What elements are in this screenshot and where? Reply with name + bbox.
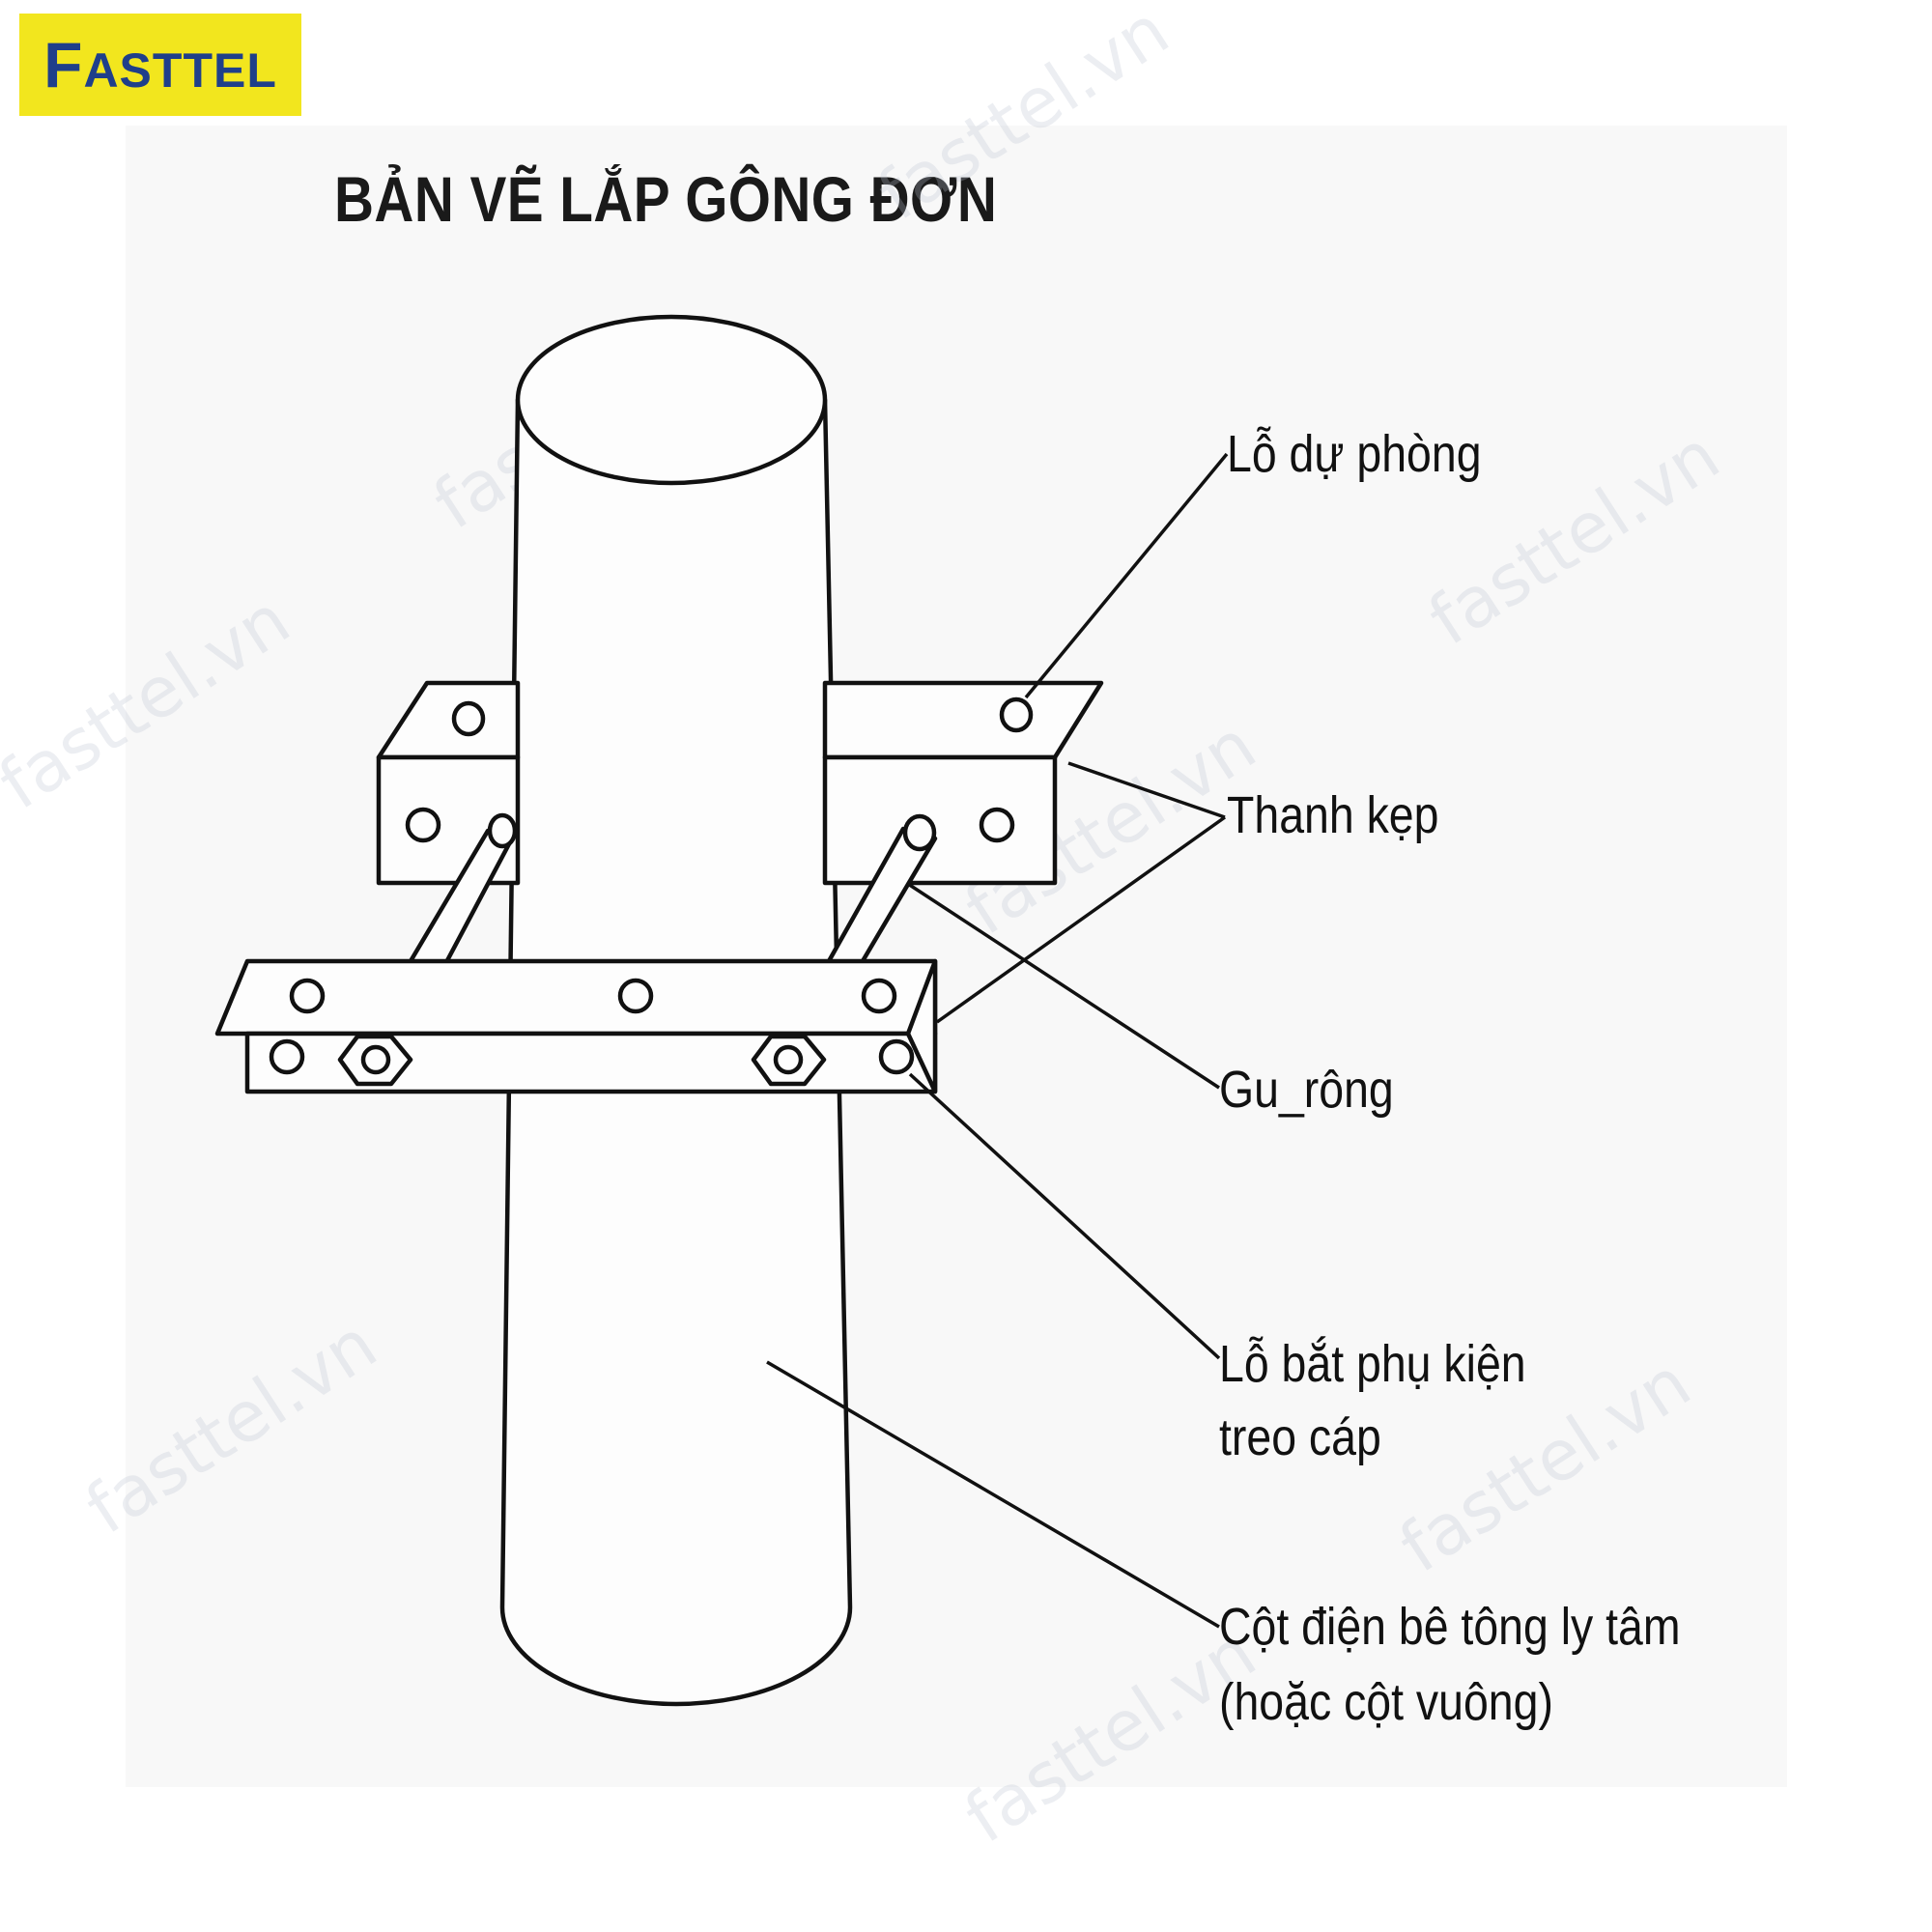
nut-left-hole [360,1044,391,1075]
leader-accessory-hole [908,1072,1221,1360]
label-spare-hole: Lỗ dự phòng [1227,425,1482,483]
leader-clamp-bar-upper [1067,761,1226,819]
hole [405,807,441,843]
label-accessory-hole-line2: treo cáp [1219,1408,1381,1466]
leader-clamp-bar-lower [935,815,1227,1024]
hole [861,978,897,1014]
hole [617,978,654,1014]
label-clamp-bar: Thanh kẹp [1227,786,1439,844]
label-pole-line2: (hoặc cột vuông) [1219,1673,1553,1731]
fasttel-logo: FASTTEL [19,14,301,116]
hole [289,978,326,1014]
page-title: BẢN VẼ LẮP GÔNG ĐƠN [334,163,998,235]
lower-clamp-side [905,958,938,1094]
hole [979,807,1015,843]
upper-clamp-top-right [822,680,1104,760]
leader-u-bolt [907,882,1220,1090]
label-u-bolt: Gu_rông [1219,1061,1394,1119]
spare-hole [999,696,1034,733]
leader-pole [766,1360,1220,1629]
upper-clamp-top-left [376,680,521,760]
hole [451,700,486,737]
label-accessory-hole-line1: Lỗ bắt phụ kiện [1219,1335,1526,1393]
upper-clamp-front-right [822,754,1058,886]
drawing-panel [126,126,1787,1787]
label-pole-line1: Cột điện bê tông ly tâm [1219,1598,1681,1656]
pole-top [515,314,828,486]
accessory-hole [878,1038,915,1075]
hole [269,1038,305,1075]
u-bolt-left-end [487,812,518,849]
nut-right-hole [773,1044,804,1075]
lower-clamp-top [214,958,938,1037]
leader-spare-hole [1024,452,1229,699]
logo-text: FASTTEL [43,29,277,100]
u-bolt-right-end [902,813,937,852]
